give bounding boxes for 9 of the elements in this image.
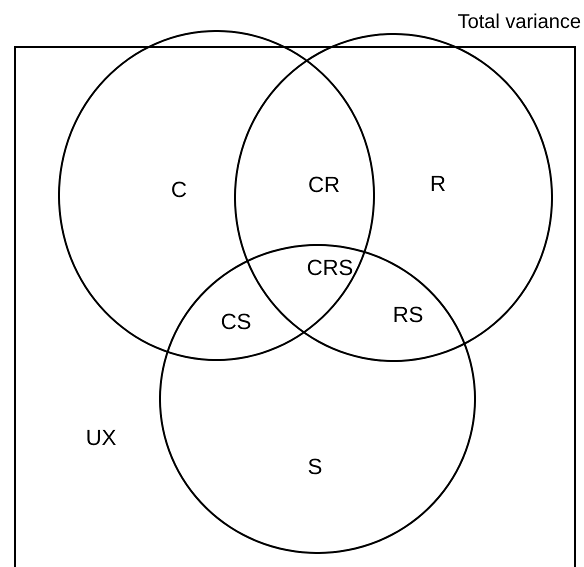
- set-label: R: [430, 173, 446, 195]
- set-label: C: [171, 179, 187, 201]
- region-label: CS: [220, 311, 252, 333]
- region-label: CR: [308, 174, 340, 196]
- set-label: S: [308, 456, 322, 478]
- region-label: UX: [86, 427, 116, 449]
- region-label: RS: [392, 304, 424, 326]
- region-label: CRS: [306, 257, 354, 279]
- frame-title: Total variance: [458, 12, 581, 32]
